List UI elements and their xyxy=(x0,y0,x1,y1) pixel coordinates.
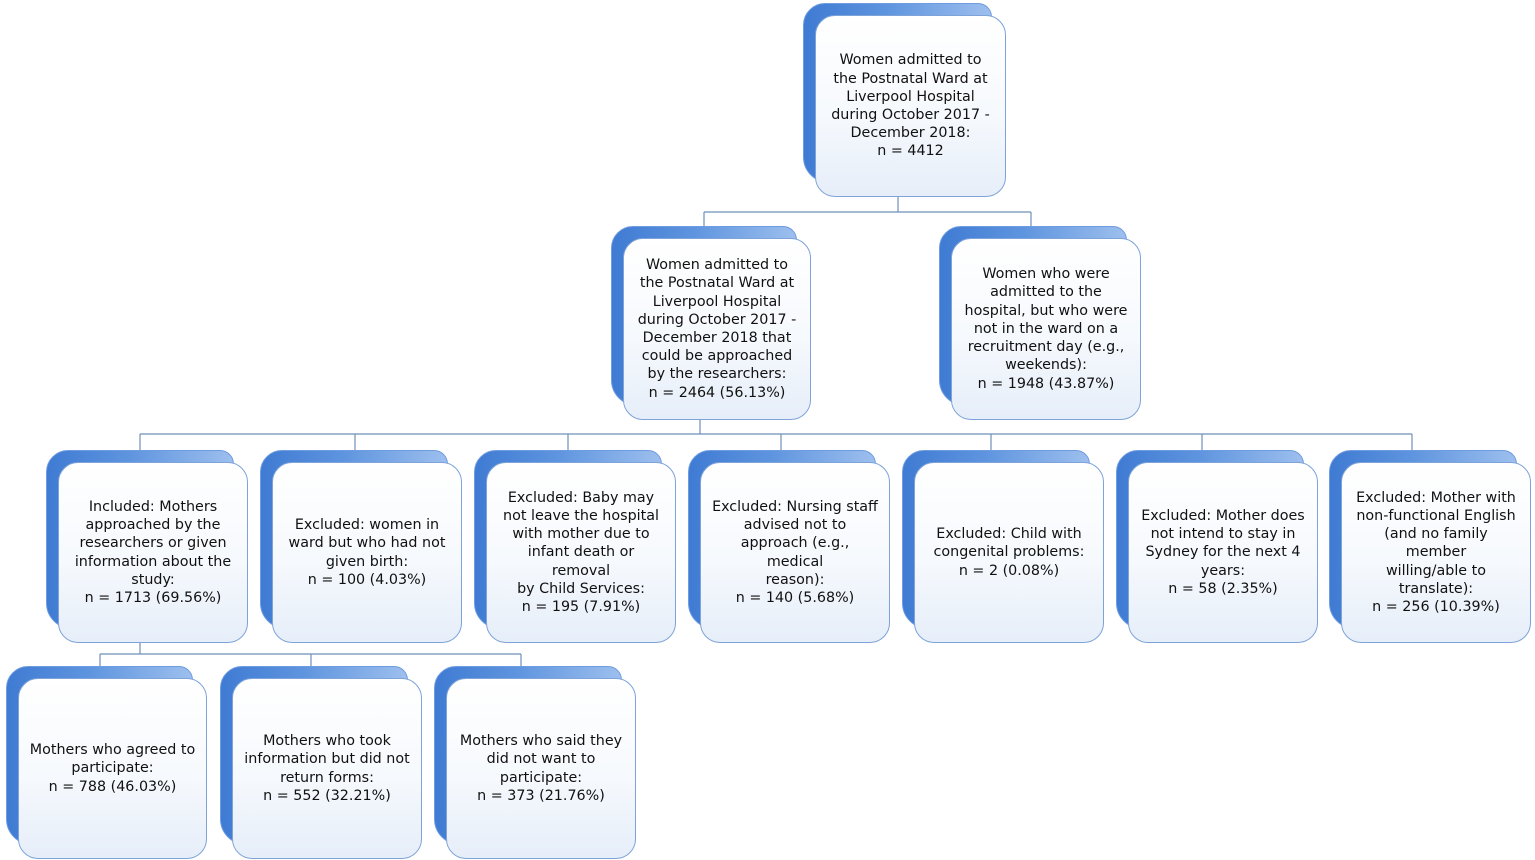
node-root-admitted: Women admitted to the Postnatal Ward at … xyxy=(803,3,1006,197)
node-excluded-baby-may-not-leave-label: Excluded: Baby may not leave the hospita… xyxy=(503,489,659,615)
node-approachable-label: Women admitted to the Postnatal Ward at … xyxy=(637,257,797,401)
node-excluded-congenital: Excluded: Child with congenital problems… xyxy=(902,450,1104,643)
node-agreed: Mothers who agreed to participate: n = 7… xyxy=(6,666,207,859)
node-excluded-non-english-label: Excluded: Mother with non-functional Eng… xyxy=(1356,489,1516,615)
node-excluded-not-given-birth-label: Excluded: women in ward but who had not … xyxy=(288,517,446,588)
node-did-not-want: Mothers who said they did not want to pa… xyxy=(434,666,636,859)
node-excluded-nursing-staff: Excluded: Nursing staff advised not to a… xyxy=(688,450,890,643)
node-not-in-ward-label: Women who were admitted to the hospital,… xyxy=(964,266,1128,392)
node-approachable: Women admitted to the Postnatal Ward at … xyxy=(611,226,811,420)
node-took-info-no-return-label: Mothers who took information but did not… xyxy=(244,733,410,804)
node-did-not-want-label: Mothers who said they did not want to pa… xyxy=(459,733,623,804)
node-root-label: Women admitted to the Postnatal Ward at … xyxy=(831,52,990,160)
node-included-label: Included: Mothers approached by the rese… xyxy=(74,498,232,606)
node-excluded-not-stay-sydney-label: Excluded: Mother does not intend to stay… xyxy=(1141,507,1305,597)
node-excluded-not-stay-sydney: Excluded: Mother does not intend to stay… xyxy=(1116,450,1318,643)
node-took-info-no-return: Mothers who took information but did not… xyxy=(220,666,422,859)
node-excluded-nursing-staff-label: Excluded: Nursing staff advised not to a… xyxy=(712,498,878,606)
node-agreed-label: Mothers who agreed to participate: n = 7… xyxy=(29,742,196,795)
node-excluded-not-given-birth: Excluded: women in ward but who had not … xyxy=(260,450,462,643)
node-excluded-baby-may-not-leave: Excluded: Baby may not leave the hospita… xyxy=(474,450,676,643)
node-excluded-non-english: Excluded: Mother with non-functional Eng… xyxy=(1329,450,1531,643)
node-excluded-congenital-label: Excluded: Child with congenital problems… xyxy=(933,526,1085,579)
node-not-in-ward: Women who were admitted to the hospital,… xyxy=(939,226,1141,420)
node-included: Included: Mothers approached by the rese… xyxy=(46,450,248,643)
